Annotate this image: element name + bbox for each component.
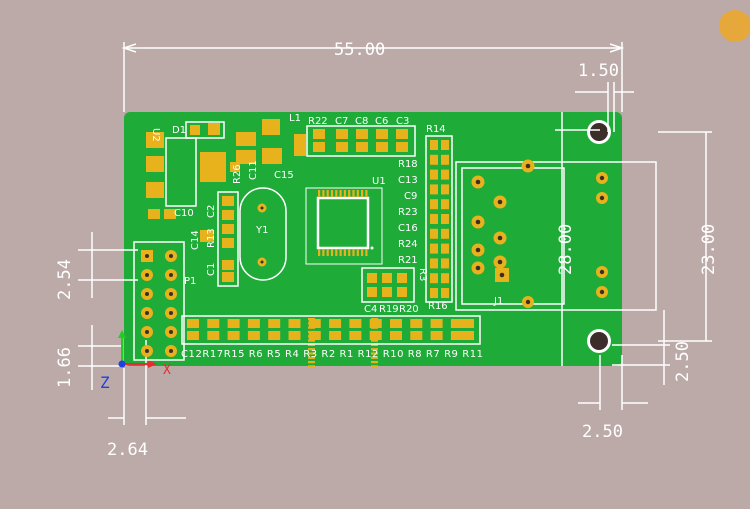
component-r13: R13: [206, 224, 234, 248]
component-l1: L1: [262, 113, 306, 156]
label-r14: R14: [426, 124, 446, 135]
svg-text:C3: C3: [396, 116, 409, 127]
dim-hole-offset: 1.50: [578, 61, 619, 81]
component-c1: C1: [206, 260, 234, 282]
component-r26: R26: [230, 162, 243, 184]
dim-hole-spacing: 28.00: [556, 224, 576, 275]
svg-text:P1: P1: [184, 276, 196, 287]
axis-x-label: X: [163, 363, 171, 378]
label-r21: R21: [398, 255, 418, 266]
connector-j1: J1: [455, 159, 657, 311]
svg-text:C15: C15: [274, 170, 294, 181]
label-c16: C16: [398, 223, 418, 234]
svg-text:D1: D1: [172, 125, 186, 136]
label-r16: R16: [428, 301, 448, 312]
axis-z-label: Z: [100, 373, 110, 392]
label-c9: C9: [404, 191, 417, 202]
label-r18: R18: [398, 159, 418, 170]
svg-text:J1: J1: [493, 296, 503, 307]
cap-row-outline: [306, 125, 416, 157]
component-c6: C6: [375, 116, 388, 152]
svg-text:R26: R26: [232, 164, 243, 184]
label-c13: C13: [398, 175, 418, 186]
svg-text:U1: U1: [372, 176, 386, 187]
header-p1: P1: [133, 241, 196, 361]
component-c8: C8: [355, 116, 368, 152]
svg-text:C11: C11: [248, 160, 259, 180]
svg-text:C1: C1: [206, 263, 217, 276]
component-r22: R22: [308, 116, 328, 152]
component-c11: C11: [236, 132, 259, 180]
svg-text:C6: C6: [375, 116, 388, 127]
svg-text:C4: C4: [364, 304, 377, 315]
view-cube-icon[interactable]: [719, 10, 750, 42]
dim-rj45-width: 23.00: [699, 224, 719, 275]
axis-triad: Z X: [100, 330, 171, 392]
label-r23: R23: [398, 207, 418, 218]
svg-text:R19: R19: [379, 304, 399, 315]
dim-pitch: 2.54: [55, 259, 75, 300]
dim-header-offset-x: 2.64: [107, 440, 148, 460]
svg-text:R22: R22: [308, 116, 328, 127]
label-bottom-row: C12R17R15 R6 R5 R4 R3 R2 R1 R12 R10 R8 R…: [181, 349, 483, 360]
pcb-board: [124, 112, 622, 366]
component-c14: C14: [190, 230, 214, 250]
dim-header-offset-y: 1.66: [55, 347, 75, 388]
resistor-column: [425, 135, 453, 303]
svg-text:C10: C10: [174, 208, 194, 219]
component-c3: C3: [396, 116, 409, 152]
component-c10: C10: [148, 208, 194, 219]
label-r3-mark: R3: [417, 268, 428, 281]
component-d1: D1: [172, 121, 225, 139]
svg-text:C7: C7: [335, 116, 348, 127]
svg-text:C8: C8: [355, 116, 368, 127]
component-c15: C15: [262, 148, 294, 181]
svg-text:C14: C14: [190, 230, 201, 250]
component-c7: C7: [335, 116, 348, 152]
component-u2: U2: [146, 128, 226, 207]
svg-text:L1: L1: [289, 113, 301, 124]
label-r24: R24: [398, 239, 418, 250]
dim-hole-edge: 2.50: [582, 422, 623, 442]
dimension-lines: [78, 42, 712, 425]
component-u1: U1: [305, 176, 386, 368]
resistor-row-bottom: [181, 315, 481, 345]
svg-text:R13: R13: [206, 228, 217, 248]
svg-text:Y1: Y1: [255, 225, 268, 236]
component-c2: C2: [206, 196, 234, 220]
component-y1: Y1: [239, 187, 287, 281]
cap-group-c4-r19-r20: C4 R19 R20: [361, 267, 419, 315]
svg-text:R20: R20: [399, 304, 419, 315]
svg-text:C2: C2: [206, 205, 217, 218]
svg-text:U2: U2: [150, 128, 161, 142]
dim-board-width: 55.00: [334, 40, 385, 60]
dim-edge-offset: 2.50: [673, 341, 693, 382]
